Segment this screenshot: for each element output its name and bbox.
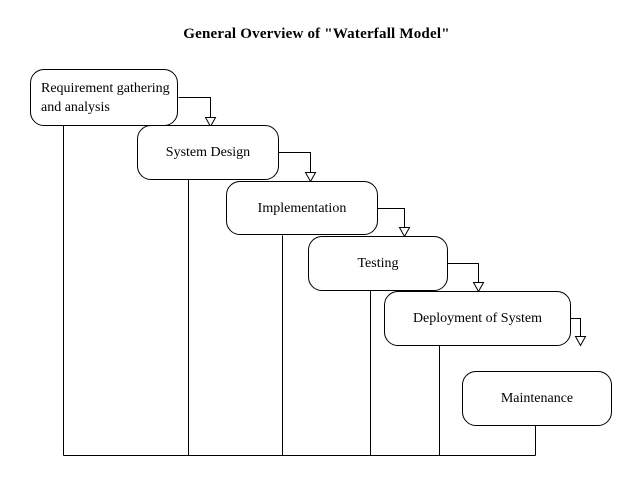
stage-box-requirement-gathering-and-analysis[interactable]: Requirement gathering and analysis: [30, 69, 178, 126]
stage-label: Testing: [357, 256, 399, 271]
stage-label: Implementation: [257, 200, 347, 216]
stage-label: System Design: [165, 145, 251, 160]
connector-testing-to-deployment: [447, 263, 485, 293]
baseline-spine: [63, 125, 536, 456]
connector-requirement-to-system-design: [178, 97, 217, 128]
stage-box-deployment-of-system[interactable]: Deployment of System: [384, 291, 571, 346]
stage-box-maintenance[interactable]: Maintenance: [462, 371, 612, 426]
stage-label: Deployment of System: [412, 311, 543, 326]
connector-implementation-to-testing: [377, 208, 411, 238]
stage-label: Requirement gathering and analysis: [41, 80, 170, 115]
stage-box-testing[interactable]: Testing: [308, 236, 448, 291]
stage-box-system-design[interactable]: System Design: [137, 125, 279, 180]
connector-deployment-to-maintenance: [570, 318, 587, 347]
page-title: General Overview of "Waterfall Model": [183, 26, 450, 42]
stage-box-implementation[interactable]: Implementation: [226, 181, 378, 235]
stage-label: Maintenance: [500, 391, 574, 406]
connector-system-design-to-implementation: [278, 152, 317, 183]
